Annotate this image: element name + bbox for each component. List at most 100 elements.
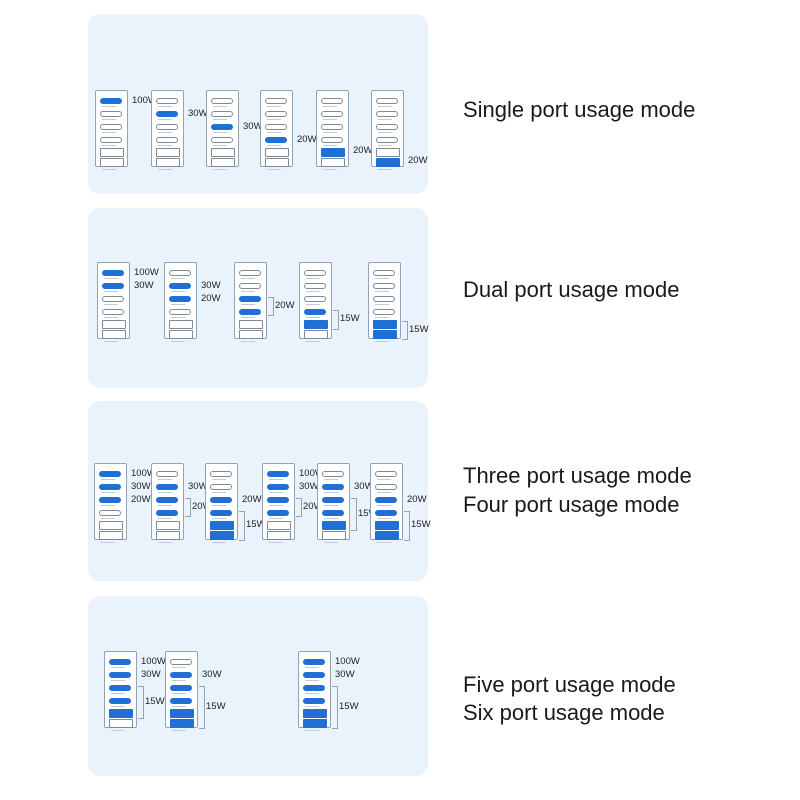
usb-c-1 xyxy=(156,471,178,477)
port-caption xyxy=(305,693,319,694)
port-caption xyxy=(323,145,337,146)
usb-c-1 xyxy=(321,98,343,104)
port-caption xyxy=(378,145,392,146)
port-caption xyxy=(102,132,116,133)
charger-2 xyxy=(151,463,184,543)
charger-3 xyxy=(298,651,331,731)
usb-c-2-active xyxy=(102,283,124,289)
port-caption xyxy=(102,119,116,120)
port-caption xyxy=(111,706,125,707)
usb-c-3-active xyxy=(109,685,131,691)
port-caption xyxy=(212,542,226,543)
charger-2 xyxy=(151,90,184,170)
usb-c-2 xyxy=(376,111,398,117)
usb-c-4-active xyxy=(304,309,326,315)
shared-power-bracket xyxy=(333,310,339,330)
port-caption xyxy=(377,492,391,493)
port-caption xyxy=(213,106,227,107)
port-caption xyxy=(101,479,115,480)
port-caption xyxy=(375,341,389,342)
wattage-label: 30W xyxy=(299,481,319,492)
wattage-label: 20W xyxy=(353,145,373,156)
charger-3 xyxy=(205,463,238,543)
port-caption xyxy=(104,341,118,342)
port-caption xyxy=(306,304,320,305)
port-caption xyxy=(269,492,283,493)
wattage-label: 30W xyxy=(141,669,161,680)
usb-a-1-active xyxy=(303,709,327,718)
usb-c-2-active xyxy=(156,111,178,117)
port-caption xyxy=(241,341,255,342)
port-caption xyxy=(158,492,172,493)
usb-c-4 xyxy=(169,309,191,315)
port-caption xyxy=(101,518,115,519)
wattage-label: 15W xyxy=(340,313,360,324)
usb-a-1-active xyxy=(375,521,399,530)
port-caption xyxy=(323,119,337,120)
port-caption xyxy=(323,132,337,133)
charger-5 xyxy=(317,463,350,543)
port-caption xyxy=(212,505,226,506)
port-caption xyxy=(102,145,116,146)
usb-c-2 xyxy=(265,111,287,117)
usb-c-1-active xyxy=(102,270,124,276)
usb-c-4 xyxy=(321,137,343,143)
usb-c-3-active xyxy=(375,497,397,503)
wattage-label: 15W xyxy=(206,700,226,712)
usb-c-1-active xyxy=(109,659,131,665)
usb-c-4 xyxy=(156,137,178,143)
usb-a-1-active xyxy=(322,521,346,530)
charger-3 xyxy=(206,90,239,170)
usb-c-1 xyxy=(304,270,326,276)
port-caption xyxy=(324,518,338,519)
usb-c-3-active xyxy=(239,296,261,302)
usb-c-3 xyxy=(321,124,343,130)
charger-2 xyxy=(164,262,197,342)
charger-4 xyxy=(299,262,332,342)
usb-c-1 xyxy=(239,270,261,276)
usb-a-1 xyxy=(100,148,124,157)
usb-c-4-active xyxy=(156,510,178,516)
shared-power-bracket xyxy=(185,498,191,517)
usb-a-1-active xyxy=(321,148,345,157)
wattage-label: 20W xyxy=(407,494,427,505)
charger-1 xyxy=(94,463,127,543)
charger-4 xyxy=(260,90,293,170)
usb-a-2 xyxy=(169,330,193,339)
usb-c-1 xyxy=(376,98,398,104)
usb-c-1 xyxy=(373,270,395,276)
wattage-label: 100W xyxy=(131,468,156,479)
usb-c-2 xyxy=(304,283,326,289)
usb-a-2 xyxy=(267,531,291,540)
usb-a-1 xyxy=(267,521,291,530)
usb-c-2-active xyxy=(156,484,178,490)
port-caption xyxy=(104,291,118,292)
usb-a-2-active xyxy=(303,719,327,728)
usb-a-1-active xyxy=(170,709,194,718)
usb-c-4 xyxy=(211,137,233,143)
usb-c-3-active xyxy=(267,497,289,503)
wattage-label: 20W xyxy=(192,500,212,512)
usb-a-2 xyxy=(109,719,133,728)
port-caption xyxy=(158,132,172,133)
port-caption xyxy=(158,106,172,107)
port-caption xyxy=(378,169,392,170)
wattage-label: 20W xyxy=(242,494,262,505)
usb-c-4-active xyxy=(375,510,397,516)
shared-power-bracket xyxy=(351,498,357,531)
usb-a-2 xyxy=(156,158,180,167)
port-caption xyxy=(305,680,319,681)
usb-c-3-active xyxy=(156,497,178,503)
port-caption xyxy=(267,169,281,170)
shared-power-bracket xyxy=(332,686,338,729)
wattage-label: 30W xyxy=(354,481,374,492)
six-port-mode-label: Six port usage mode xyxy=(463,700,665,725)
usb-c-3-active xyxy=(211,124,233,130)
usb-a-1 xyxy=(265,148,289,157)
usb-c-2 xyxy=(321,111,343,117)
usb-c-3 xyxy=(100,124,122,130)
usb-c-2 xyxy=(375,484,397,490)
port-caption xyxy=(241,317,255,318)
port-caption xyxy=(158,145,172,146)
